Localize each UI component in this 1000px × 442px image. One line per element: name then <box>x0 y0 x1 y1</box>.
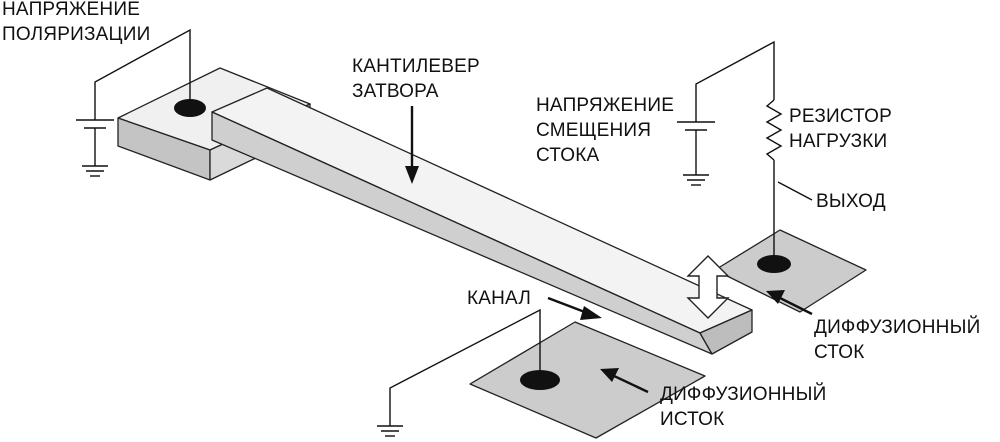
drain-circuit <box>677 40 783 264</box>
drain-bias-line-2: СМЕЩЕНИЯ <box>536 120 652 141</box>
output-label: ВЫХОД <box>816 191 886 212</box>
diffused-drain-label: ДИФФУЗИОННЫЙ СТОК <box>814 315 980 365</box>
source-arrow <box>600 368 649 394</box>
bias-voltage-line-1: НАПРЯЖЕНИЕ <box>2 0 141 20</box>
diffused-source-line-2: ИСТОК <box>660 409 725 430</box>
drain-bias-line-3: СТОКА <box>536 145 600 166</box>
diffused-drain-line-1: ДИФФУЗИОННЫЙ <box>814 317 981 338</box>
bias-circuit <box>76 28 191 177</box>
drain-pad <box>714 229 867 313</box>
gate-cantilever-line-2: ЗАТВОРА <box>352 81 439 102</box>
diffused-drain-line-2: СТОК <box>814 342 865 363</box>
channel-arrow <box>547 296 602 320</box>
gate-cantilever-label: КАНТИЛЕВЕР ЗАТВОРА <box>352 54 480 104</box>
load-resistor-line-2: НАГРУЗКИ <box>789 131 888 152</box>
output-leader <box>777 181 813 201</box>
cantilever-arrow <box>405 106 419 184</box>
gate-cantilever-beam <box>211 87 753 355</box>
bias-voltage-label: НАПРЯЖЕНИЕ ПОЛЯРИЗАЦИИ <box>2 0 150 47</box>
channel-label: КАНАЛ <box>467 288 532 309</box>
movement-double-arrow <box>686 255 730 319</box>
gate-cantilever-line-1: КАНТИЛЕВЕР <box>352 56 480 77</box>
drain-arrow <box>766 290 813 316</box>
load-resistor-label: РЕЗИСТОР НАГРУЗКИ <box>789 104 892 154</box>
drain-bias-label: НАПРЯЖЕНИЕ СМЕЩЕНИЯ СТОКА <box>536 93 674 168</box>
load-resistor-line-1: РЕЗИСТОР <box>789 106 892 127</box>
diffused-source-label: ДИФФУЗИОННЫЙ ИСТОК <box>660 382 826 432</box>
bias-voltage-line-2: ПОЛЯРИЗАЦИИ <box>2 24 151 45</box>
drain-bias-line-1: НАПРЯЖЕНИЕ <box>536 95 675 116</box>
source-ground <box>377 308 541 437</box>
diffused-source-line-1: ДИФФУЗИОННЫЙ <box>660 384 827 405</box>
